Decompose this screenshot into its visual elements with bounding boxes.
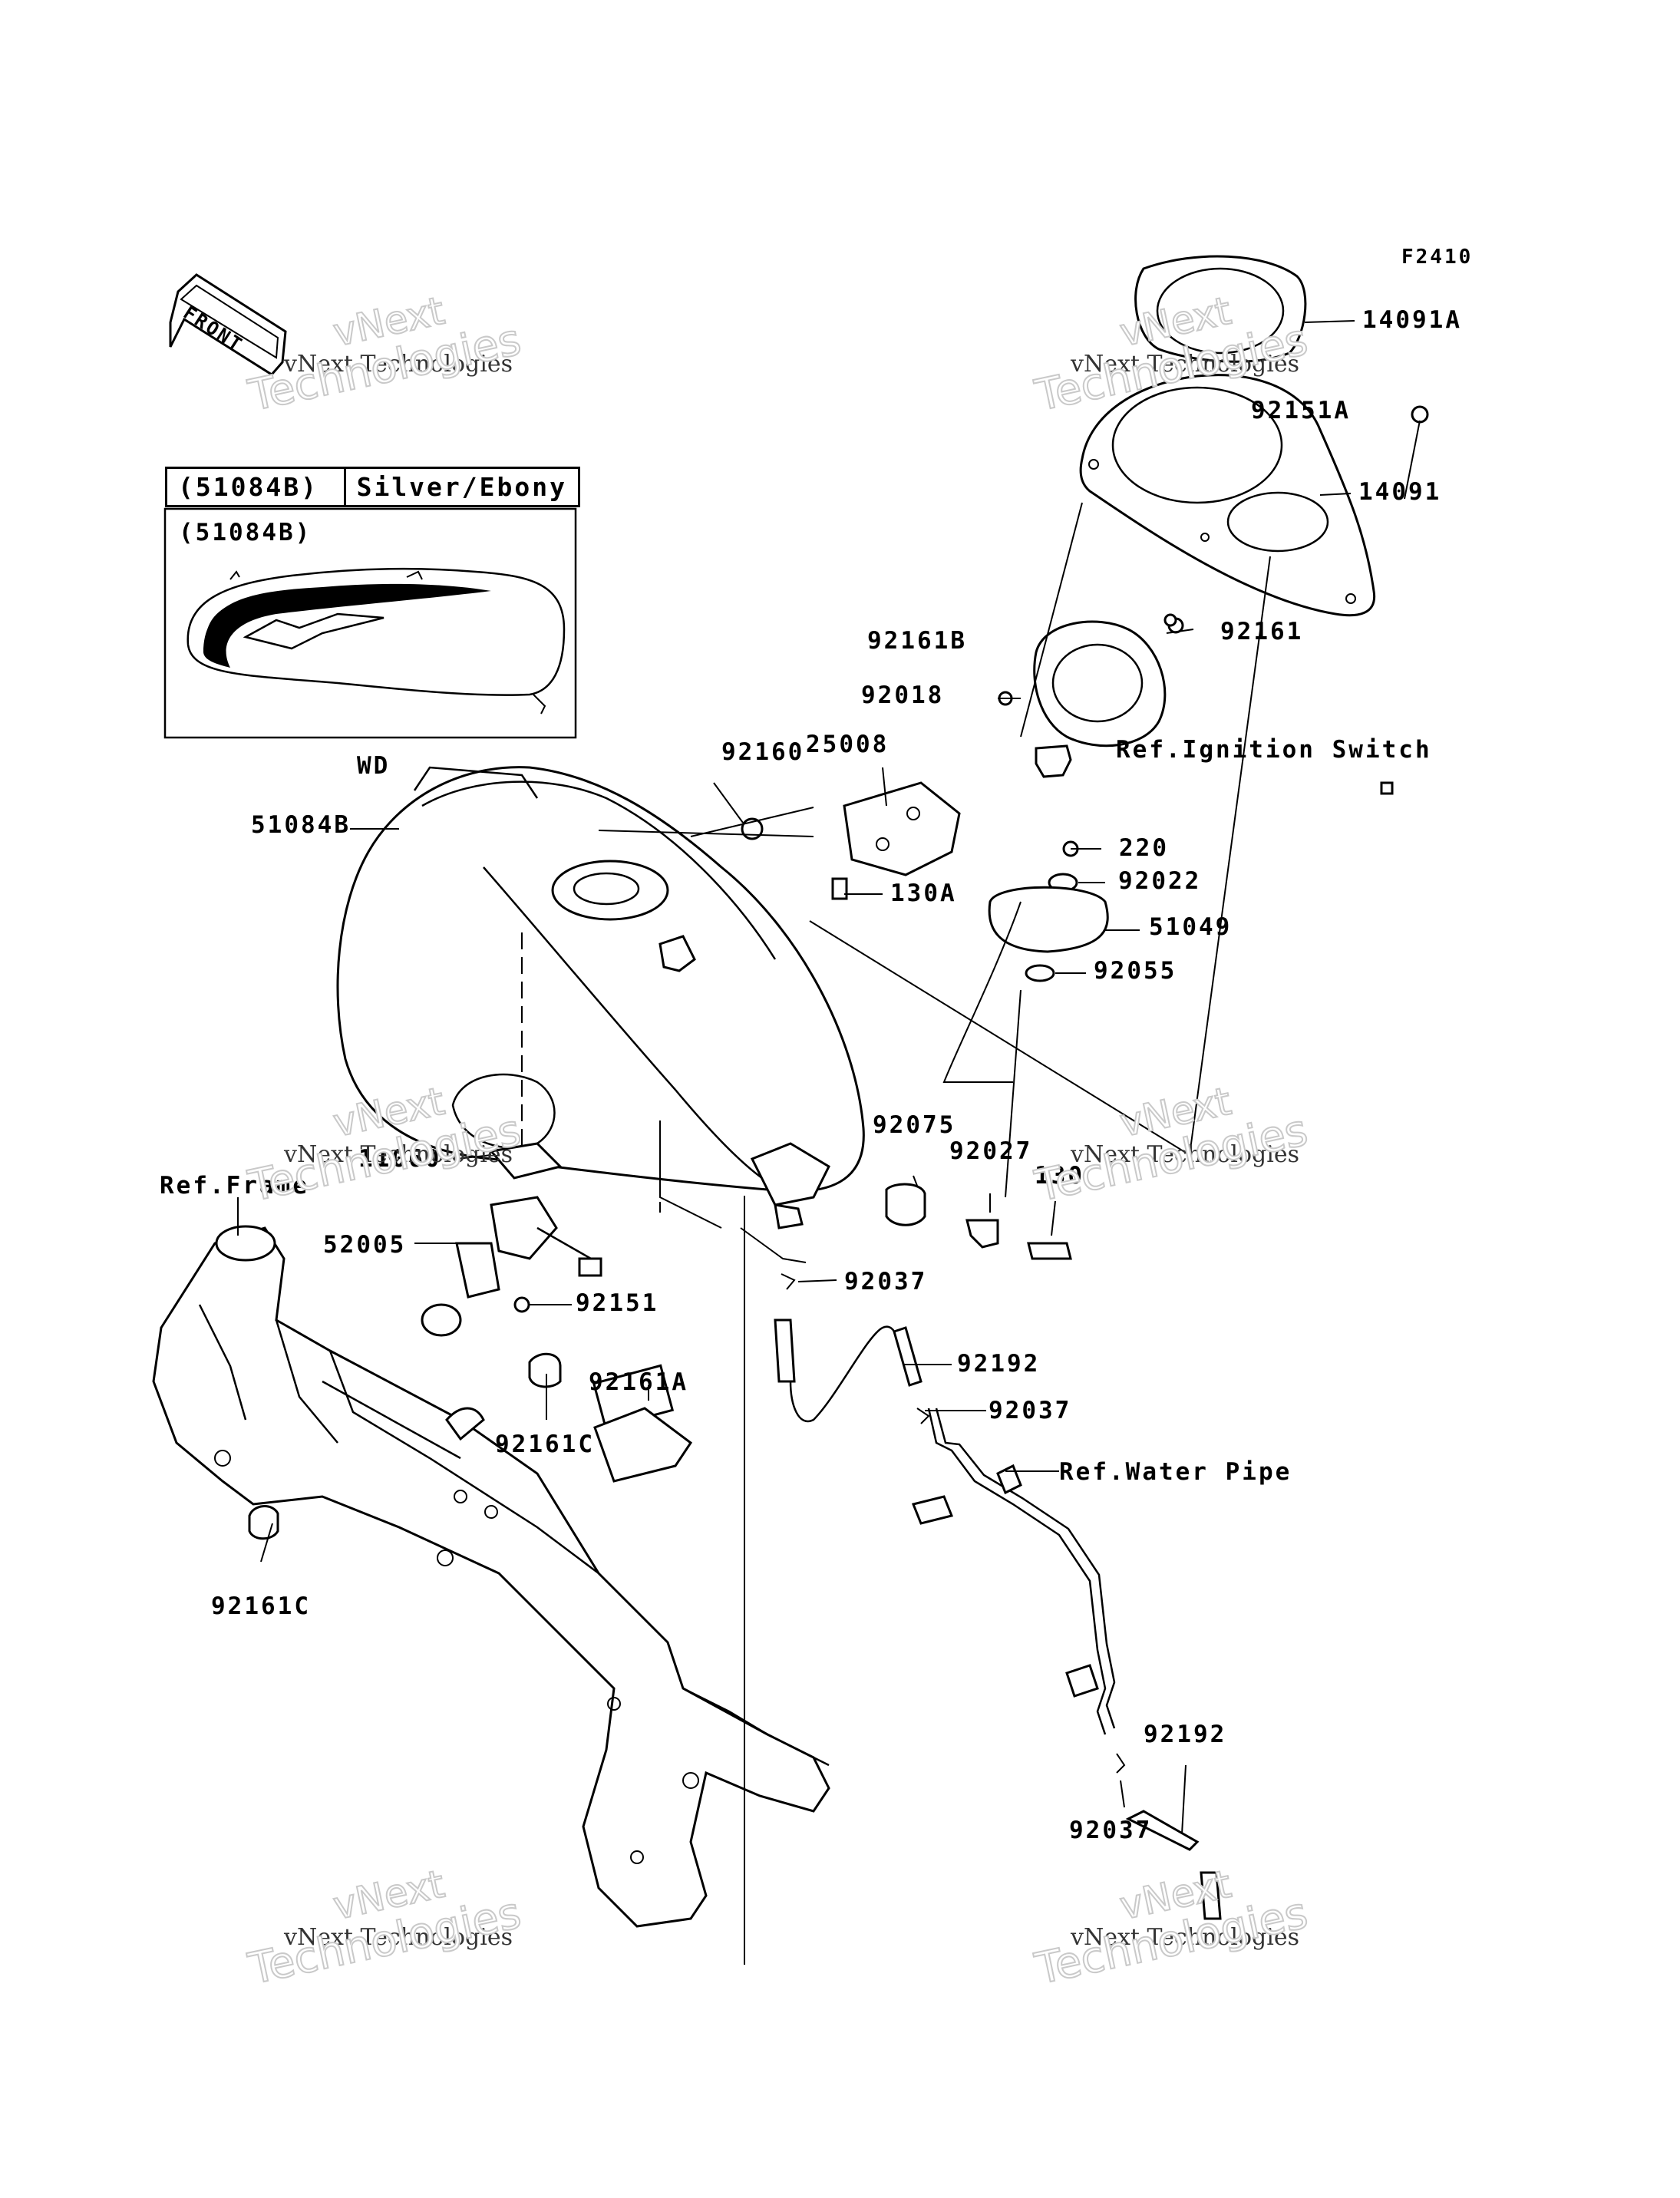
color-name: Silver/Ebony (343, 469, 578, 505)
part-11060: 11060 (358, 1145, 442, 1173)
part-92027: 92027 (949, 1137, 1033, 1165)
part-92192-bottom: 92192 (1144, 1721, 1227, 1748)
part-92161C-upper: 92161C (495, 1431, 595, 1458)
part-92161B: 92161B (867, 627, 967, 655)
color-table: (51084B) Silver/Ebony (165, 467, 580, 507)
inset-code: (51084B) (179, 519, 312, 546)
ref-frame: Ref.Frame (160, 1172, 309, 1200)
figure-id: F2410 (1401, 246, 1474, 269)
part-92037-bottom: 92037 (1069, 1817, 1153, 1844)
part-51084B: 51084B (251, 811, 351, 839)
part-130: 130 (1035, 1162, 1084, 1190)
frame-drawing (152, 1225, 830, 1928)
part-92037-mid: 92037 (989, 1397, 1072, 1424)
part-92055: 92055 (1094, 957, 1177, 985)
color-code: (51084B) (178, 472, 319, 502)
part-51049: 51049 (1149, 913, 1233, 941)
part-92018: 92018 (861, 682, 945, 709)
fuel-cap-drawing (988, 744, 1109, 982)
water-pipe-drawing (774, 1273, 1222, 1920)
part-92151: 92151 (576, 1289, 659, 1317)
ref-ignition-switch: Ref.Ignition Switch (1116, 736, 1432, 764)
grommet-drawing (885, 1183, 1072, 1260)
part-92161C-lower: 92161C (211, 1592, 311, 1620)
inset-caption: WD (357, 752, 391, 780)
fuel-pump-drawing (421, 1142, 602, 1337)
ref-water-pipe: Ref.Water Pipe (1059, 1458, 1292, 1486)
part-92075: 92075 (873, 1111, 956, 1139)
part-220: 220 (1119, 834, 1169, 862)
part-92160: 92160 (721, 738, 805, 766)
bracket-drawing (741, 781, 961, 900)
fuel-tank-drawing (336, 766, 865, 1229)
inset-tank-drawing (186, 567, 566, 715)
part-92037-top: 92037 (844, 1268, 928, 1295)
part-92192-top: 92192 (957, 1350, 1041, 1378)
part-92161A: 92161A (589, 1368, 688, 1396)
leader-lines (237, 320, 1421, 1965)
part-14091A: 14091A (1362, 306, 1462, 334)
part-25008: 25008 (806, 731, 890, 758)
part-14091: 14091 (1358, 478, 1442, 506)
part-92022: 92022 (1118, 867, 1202, 895)
part-52005: 52005 (323, 1231, 407, 1259)
part-130A: 130A (890, 880, 957, 907)
part-92151A: 92151A (1251, 397, 1351, 424)
part-92161: 92161 (1220, 618, 1304, 645)
meter-cover-drawing (998, 255, 1429, 748)
front-arrow-icon (169, 273, 287, 376)
inset-frame (163, 507, 577, 739)
